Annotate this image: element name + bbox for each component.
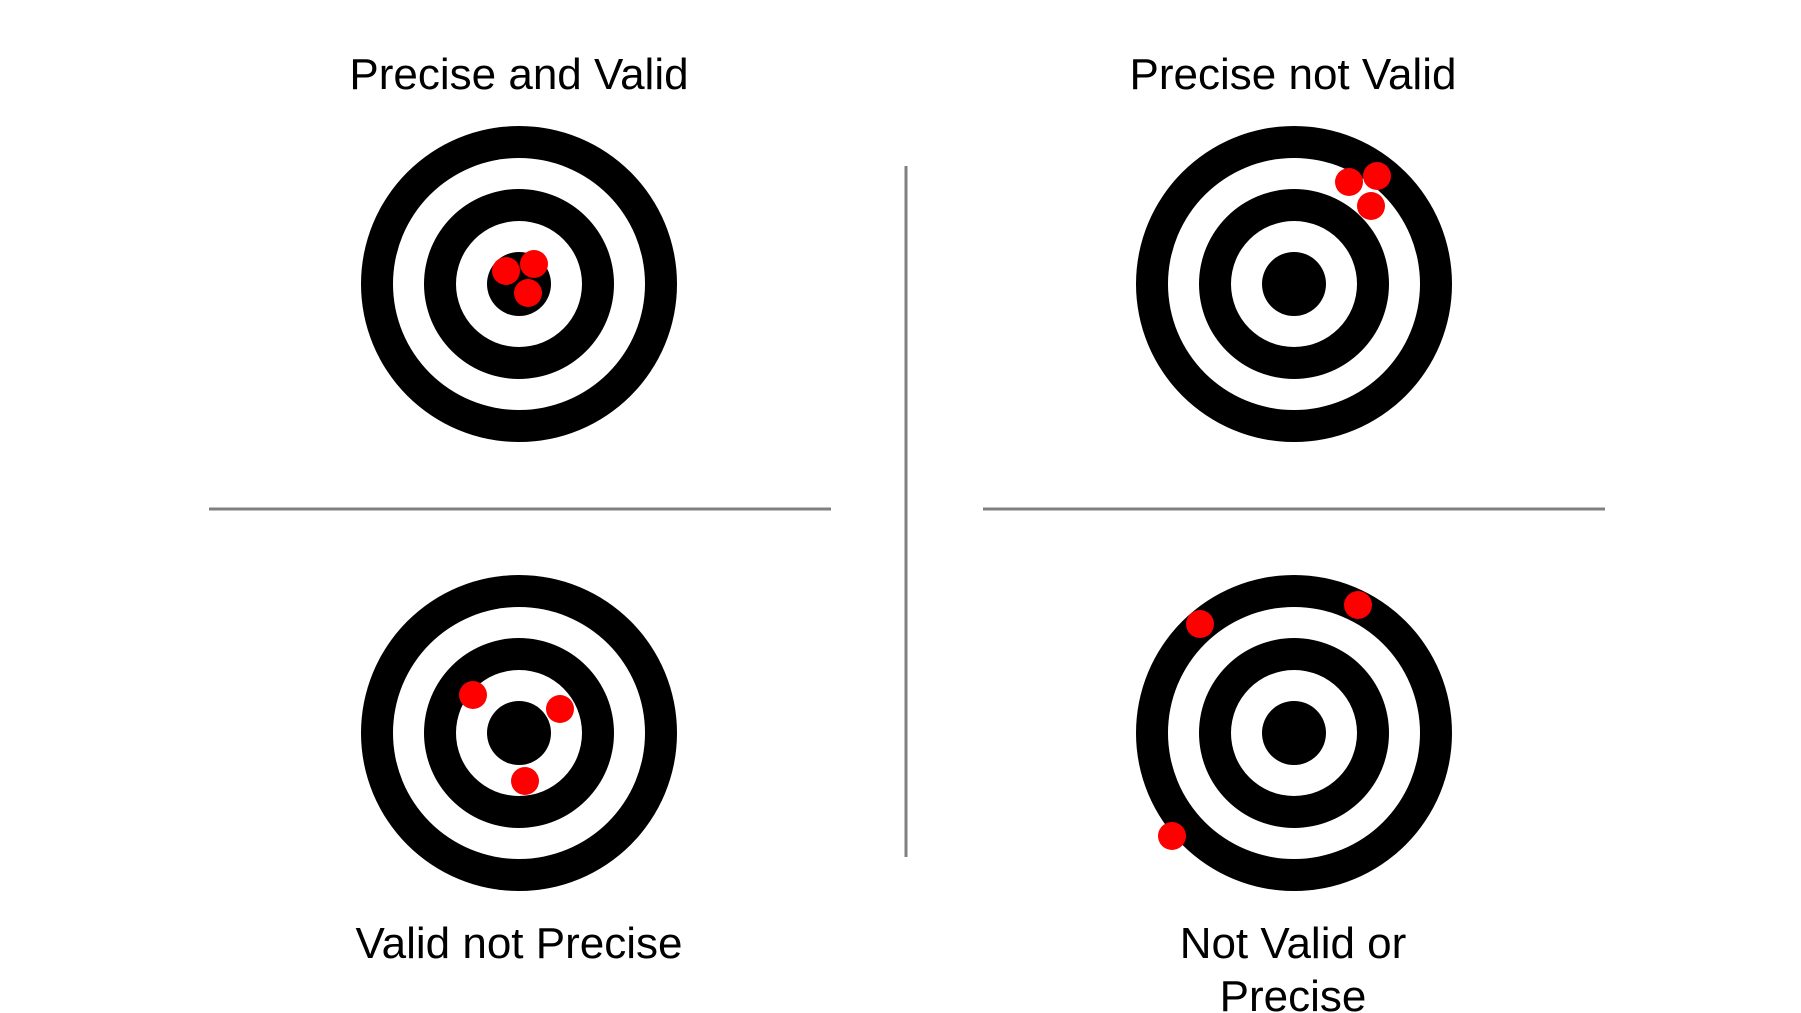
shot-marker xyxy=(514,279,542,307)
shot-marker xyxy=(520,250,548,278)
quadrant-label-line-2: Precise xyxy=(1220,972,1367,1013)
target-bullseye xyxy=(1262,701,1326,765)
shot-marker xyxy=(546,695,574,723)
quadrant-label: Precise and Valid xyxy=(349,50,688,99)
target xyxy=(361,575,677,891)
quadrant-label: Valid not Precise xyxy=(356,919,683,968)
shot-marker xyxy=(511,767,539,795)
quadrant-top-right: Precise not Valid xyxy=(1130,50,1457,442)
shot-marker xyxy=(1335,168,1363,196)
shot-marker xyxy=(1186,610,1214,638)
quadrant-label: Not Valid or xyxy=(1180,919,1407,968)
shot-marker xyxy=(459,681,487,709)
shot-marker xyxy=(1357,192,1385,220)
shot-marker xyxy=(1158,822,1186,850)
target-bullseye xyxy=(487,701,551,765)
quadrant-top-left: Precise and Valid xyxy=(349,50,689,442)
target xyxy=(1136,126,1452,442)
shot-marker xyxy=(492,257,520,285)
quadrant-label: Precise not Valid xyxy=(1130,50,1457,99)
shot-marker xyxy=(1363,162,1391,190)
target-bullseye xyxy=(1262,252,1326,316)
target xyxy=(1136,575,1452,891)
shot-marker xyxy=(1344,591,1372,619)
quadrant-bottom-left: Valid not Precise xyxy=(356,575,683,968)
quadrant-bottom-right: Not Valid or Precise xyxy=(1136,575,1452,1013)
